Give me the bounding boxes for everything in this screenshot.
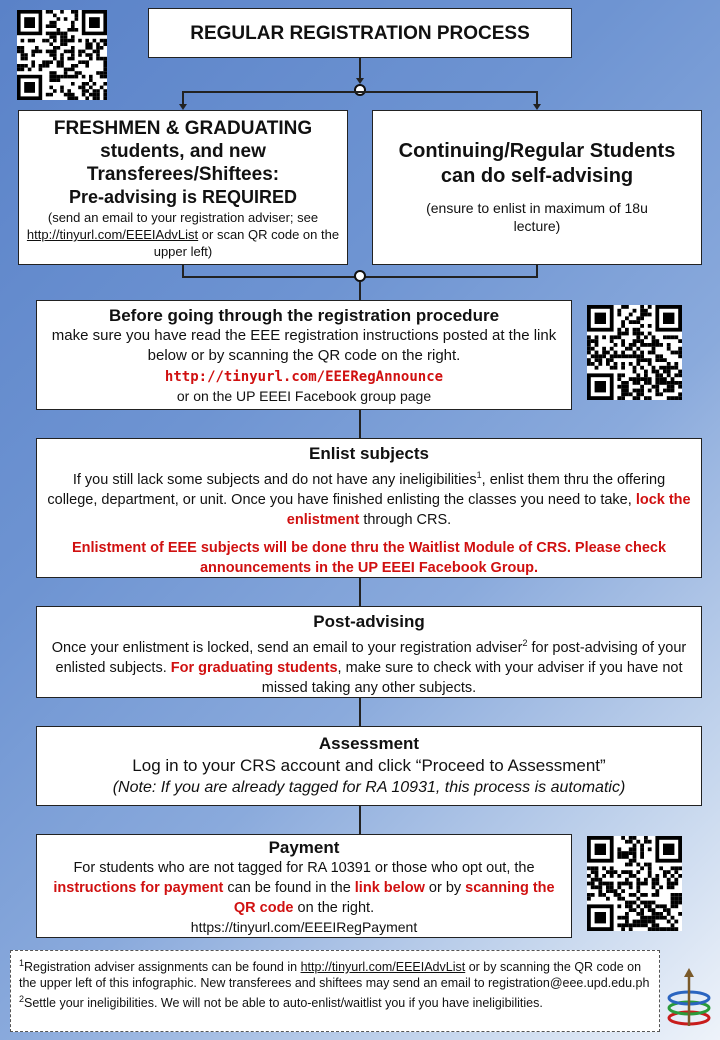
adv-list-link[interactable]: http://tinyurl.com/EEEIAdvList (26, 227, 199, 242)
assessment-heading: Assessment (318, 734, 420, 753)
post-advising-box: Post-advising Once your enlistment is lo… (36, 606, 702, 698)
pre-advising-note: (send an email to your registration advi… (47, 210, 319, 225)
payment-url[interactable]: https://tinyurl.com/EEEIRegPayment (190, 919, 418, 935)
payment-box: Payment For students who are not tagged … (36, 834, 572, 938)
merge-node (354, 270, 366, 282)
assessment-box: Assessment Log in to your CRS account an… (36, 726, 702, 806)
before-tail: or on the UP EEEI Facebook group page (176, 388, 432, 404)
self-advising-heading-2: can do self-advising (440, 165, 634, 187)
lock-enlistment-text: lock the enlistment (286, 491, 691, 528)
reg-announce-link[interactable]: http://tinyurl.com/EEERegAnnounce (164, 369, 444, 385)
assessment-text: Log in to your CRS account and click “Pr… (132, 756, 606, 775)
footnote-adv-list-link[interactable]: http://tinyurl.com/EEEIAdvList (300, 960, 466, 975)
junction-node (354, 84, 366, 96)
pre-advising-heading-3: Transferees/Shiftees: (86, 164, 280, 185)
page-title: REGULAR REGISTRATION PROCESS (190, 23, 530, 44)
waitlist-note: Enlistment of EEE subjects will be done … (71, 539, 667, 576)
self-advising-box: Continuing/Regular Students can do self-… (372, 110, 702, 265)
enlist-heading: Enlist subjects (309, 444, 429, 463)
payment-instructions-text: instructions for payment (53, 880, 224, 896)
graduating-students-text: For graduating students (170, 659, 338, 676)
qr-code-icon (17, 10, 107, 100)
scan-qr-text: scanning the QR code (233, 880, 555, 916)
footnote-box: 1Registration adviser assignments can be… (10, 950, 660, 1032)
page-title-box: REGULAR REGISTRATION PROCESS (148, 8, 572, 58)
pre-advising-heading-4: Pre-advising is REQUIRED (68, 187, 298, 207)
link-below-text: link below (354, 880, 425, 896)
pre-advising-box: FRESHMEN & GRADUATING students, and new … (18, 110, 348, 265)
eeei-logo-icon (666, 966, 712, 1030)
qr-code-icon (587, 836, 682, 931)
qr-code-icon (587, 305, 682, 400)
pre-advising-heading-1: FRESHMEN & GRADUATING (53, 118, 313, 139)
self-advising-note: (ensure to enlist in maximum of 18u lect… (426, 200, 648, 234)
before-registration-box: Before going through the registration pr… (36, 300, 572, 410)
footnote-1: 1Registration adviser assignments can be… (19, 958, 650, 991)
pre-advising-heading-2: students, and new (100, 141, 266, 162)
enlist-subjects-box: Enlist subjects If you still lack some s… (36, 438, 702, 578)
before-heading: Before going through the registration pr… (108, 306, 500, 325)
assessment-note: (Note: If you are already tagged for RA … (112, 779, 626, 796)
payment-heading: Payment (268, 838, 340, 857)
self-advising-heading-1: Continuing/Regular Students (398, 140, 676, 162)
post-heading: Post-advising (313, 612, 425, 631)
footnote-2: 2Settle your ineligibilities. We will no… (19, 994, 543, 1011)
before-text: make sure you have read the EEE registra… (51, 327, 557, 364)
